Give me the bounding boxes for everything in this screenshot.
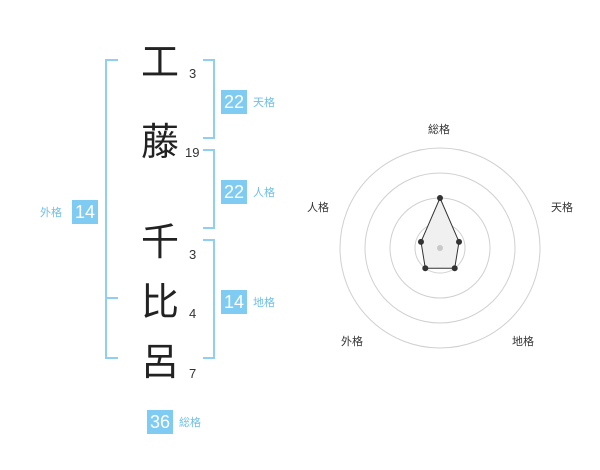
radar-ring	[339, 147, 541, 349]
jinkaku-value: 22	[221, 180, 247, 204]
name-char-5-strokes: 7	[189, 366, 197, 381]
name-char-1-strokes: 3	[189, 66, 197, 81]
radar-point-gaikaku	[422, 265, 429, 272]
radar-label-soukaku: 総格	[428, 123, 450, 136]
name-char-4-strokes: 4	[189, 306, 197, 321]
radar-chart	[339, 147, 541, 349]
name-char-3: 千	[140, 220, 179, 264]
name-char-5: 呂	[140, 340, 179, 384]
radar-center-dot	[437, 245, 443, 251]
tenkaku-label: 天格	[253, 96, 275, 109]
gaikaku-label: 外格	[40, 206, 62, 219]
radar-point-soukaku	[437, 195, 443, 201]
tenkaku-value: 22	[221, 90, 247, 114]
soukaku-label: 総格	[179, 416, 201, 429]
chikaku-value: 14	[221, 290, 247, 314]
radar-points	[417, 195, 463, 272]
radar-label-jinkaku: 人格	[307, 201, 329, 214]
name-char-1: 工	[140, 40, 179, 84]
gaikaku-bracket	[105, 59, 118, 359]
radar-label-gaikaku: 外格	[341, 335, 363, 348]
radar-polygon	[420, 196, 460, 269]
radar-label-chikaku: 地格	[512, 335, 534, 348]
gaikaku-value: 14	[72, 200, 98, 224]
radar-point-chikaku	[451, 265, 458, 272]
soukaku-value: 36	[147, 410, 173, 434]
name-char-4: 比	[140, 280, 179, 324]
radar-ring	[364, 172, 516, 324]
jinkaku-bracket	[203, 149, 215, 229]
radar-point-tenkaku	[456, 238, 463, 245]
chikaku-label: 地格	[253, 296, 275, 309]
radar-label-tenkaku: 天格	[551, 201, 573, 214]
name-char-2: 藤	[140, 120, 179, 164]
name-char-2-strokes: 19	[185, 145, 200, 160]
radar-rings	[339, 147, 541, 349]
name-char-3-strokes: 3	[189, 247, 197, 262]
tenkaku-bracket	[203, 59, 215, 139]
radar-point-jinkaku	[417, 238, 424, 245]
jinkaku-label: 人格	[253, 186, 275, 199]
chikaku-bracket	[203, 239, 215, 359]
